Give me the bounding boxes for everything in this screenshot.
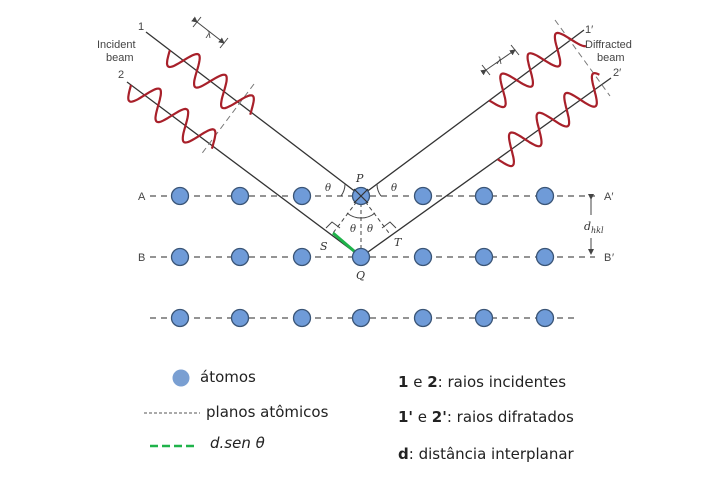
legend-dsen-label: d.sen θ xyxy=(210,434,265,452)
diffracted-wavefront xyxy=(554,19,611,97)
note-diffracted-text: : raios difratados xyxy=(446,408,574,426)
note-incident-mid: e xyxy=(408,373,428,391)
incident-beam-label-1: Incident xyxy=(97,39,136,51)
incident-beam-label-2: beam xyxy=(106,52,134,64)
atom xyxy=(535,186,555,206)
legend-planes-label: planos atômicos xyxy=(206,403,329,421)
plane-label-A-prime: A′ xyxy=(604,191,613,203)
atom xyxy=(170,186,190,206)
plane-label-B: B xyxy=(138,252,145,264)
right-angle-marks xyxy=(325,221,397,229)
dhkl-subscript: hkl xyxy=(591,226,604,235)
wavefronts xyxy=(199,19,611,157)
atoms xyxy=(170,186,555,328)
atom xyxy=(474,186,494,206)
incident-wave-2 xyxy=(127,84,217,150)
note-diffracted-num1: 1' xyxy=(398,408,414,426)
ray-1prime-label: 1′ xyxy=(585,24,593,36)
plane-label-B-prime-mark: ′ xyxy=(612,252,614,264)
note-incident-rays: 1 e 2: raios incidentes xyxy=(398,373,566,391)
diffracted-ray-1 xyxy=(360,29,585,197)
legend-atoms-label: átomos xyxy=(200,368,256,386)
note-diffracted-rays: 1' e 2': raios difratados xyxy=(398,408,574,426)
note-interplanar-distance: d: distância interplanar xyxy=(398,445,574,463)
atom xyxy=(292,186,312,206)
incident-wavefront xyxy=(199,83,255,157)
legend-atom-icon xyxy=(172,369,190,387)
wavelength-label-diffracted: λ xyxy=(496,56,502,67)
atom xyxy=(413,308,433,328)
incident-ray-2 xyxy=(126,81,362,258)
angle-arcs xyxy=(340,183,382,219)
incident-wave-1 xyxy=(165,49,255,116)
atom xyxy=(170,308,190,328)
diffracted-beam-label-1: Diffracted xyxy=(585,39,632,51)
atom xyxy=(474,308,494,328)
atom xyxy=(292,247,312,267)
atom xyxy=(292,308,312,328)
atom xyxy=(230,186,250,206)
ray-2prime-label: 2′ xyxy=(613,67,621,79)
point-label-S: S xyxy=(320,240,328,253)
atom xyxy=(351,308,371,328)
theta-label-inner-left: θ xyxy=(350,224,356,235)
atom xyxy=(535,308,555,328)
ray-1-label: 1 xyxy=(138,21,144,33)
plane-label-B-prime: B xyxy=(604,252,611,264)
note-d-text: : distância interplanar xyxy=(408,445,574,463)
point-label-Q: Q xyxy=(356,269,365,282)
rays xyxy=(126,29,612,258)
atom xyxy=(474,247,494,267)
note-d-symbol: d xyxy=(398,445,409,463)
incident-ray-1 xyxy=(145,31,362,197)
diffracted-wave-2 xyxy=(496,71,600,168)
note-diffracted-num2: 2' xyxy=(431,408,447,426)
atom xyxy=(535,247,555,267)
diffracted-ray-2 xyxy=(360,77,612,258)
atom xyxy=(170,247,190,267)
diffracted-wave-1 xyxy=(488,31,587,109)
crossing-mark-P xyxy=(353,188,369,204)
theta-label-inner-right: θ xyxy=(367,224,373,235)
atom xyxy=(413,247,433,267)
wavelength-marker-diffracted xyxy=(480,44,520,76)
theta-label-right: θ xyxy=(391,183,397,194)
atom xyxy=(413,186,433,206)
diffracted-beam-label-2: beam xyxy=(597,52,625,64)
note-incident-num2: 2 xyxy=(427,373,438,391)
note-incident-num1: 1 xyxy=(398,373,409,391)
dhkl-label: d xyxy=(584,220,591,233)
atom xyxy=(230,247,250,267)
point-label-T: T xyxy=(394,236,403,249)
wavelength-marker-incident xyxy=(191,16,229,49)
atom xyxy=(351,247,371,267)
note-diffracted-mid: e xyxy=(413,408,432,426)
point-label-P: P xyxy=(355,172,364,185)
waves xyxy=(127,31,600,168)
theta-label-left: θ xyxy=(325,183,331,194)
note-incident-text: : raios incidentes xyxy=(437,373,567,391)
wavelength-label-incident: λ xyxy=(205,30,211,41)
atom xyxy=(230,308,250,328)
ray-2-label: 2 xyxy=(118,69,124,81)
plane-label-A: A xyxy=(138,191,146,203)
